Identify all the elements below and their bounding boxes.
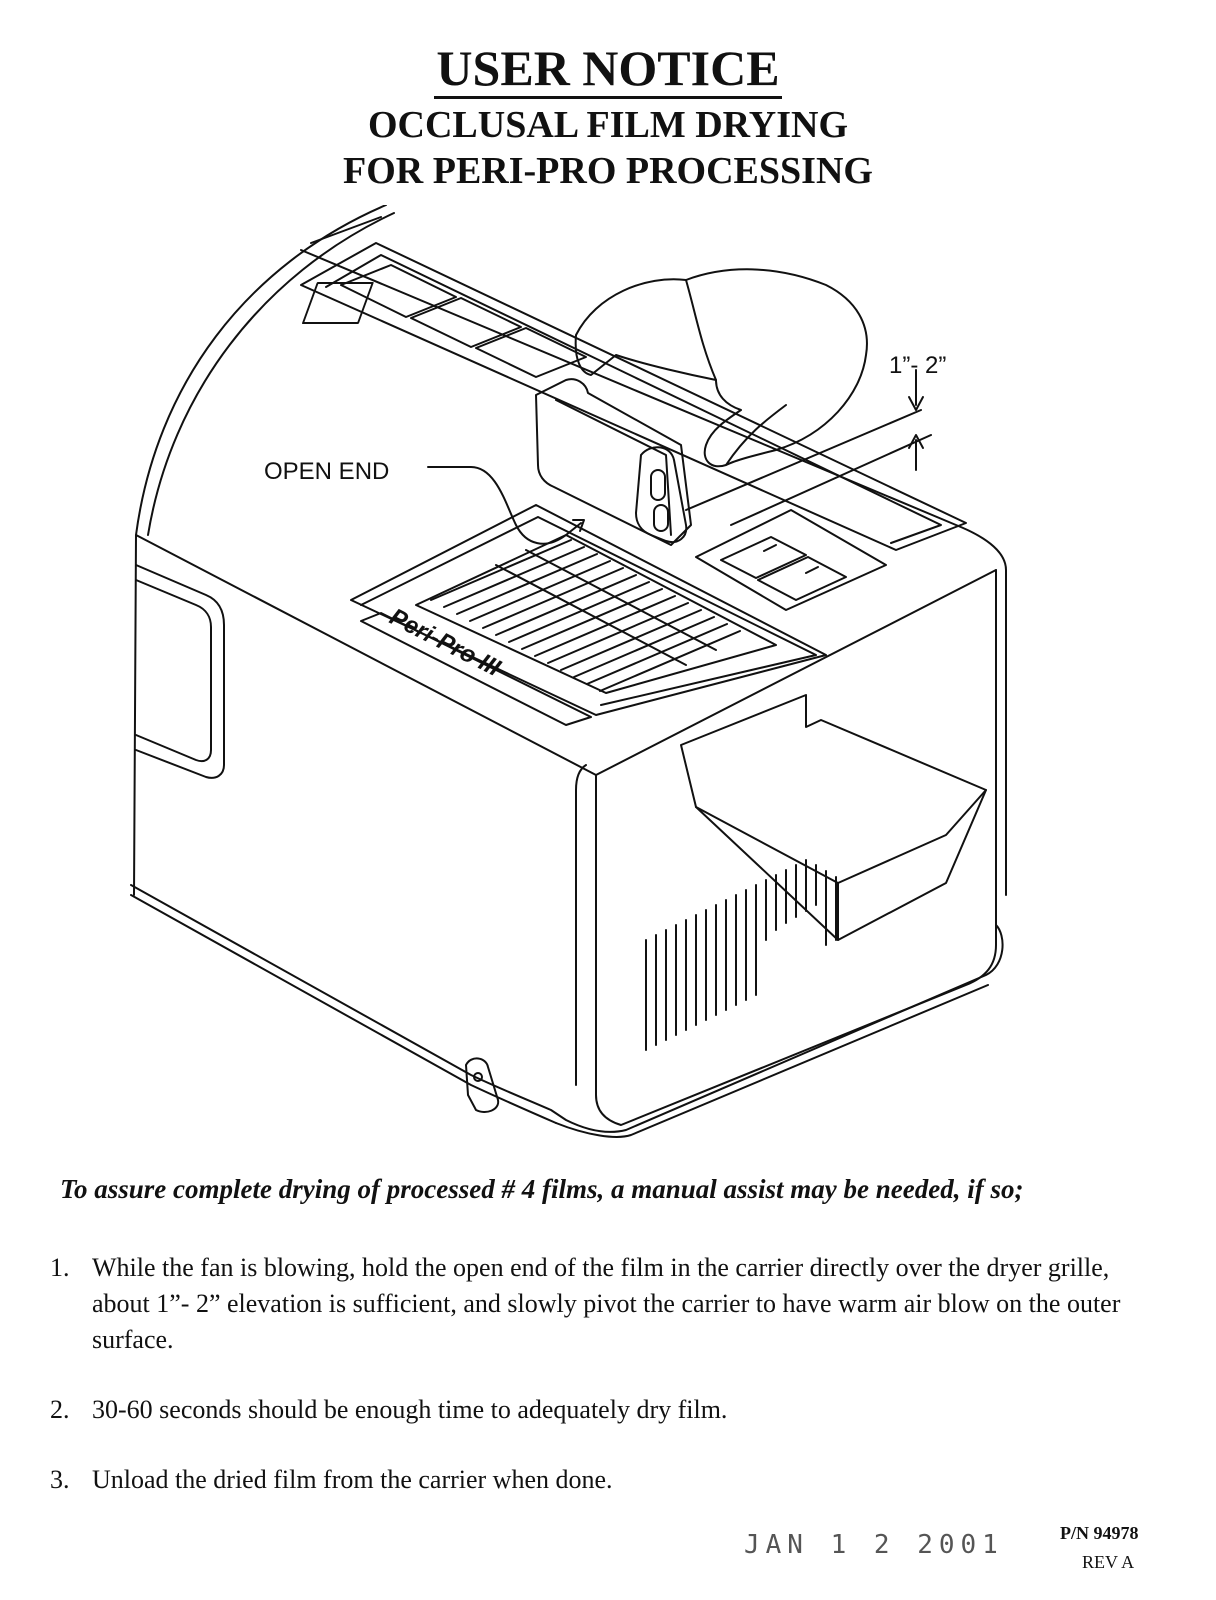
step-text: Unload the dried film from the carrier w… — [92, 1465, 613, 1494]
instruction-step: 3. Unload the dried film from the carrie… — [50, 1462, 1160, 1498]
hand — [574, 268, 868, 468]
notice-subtitle-line-2: FOR PERI-PRO PROCESSING — [343, 150, 873, 192]
step-number: 3. — [50, 1465, 70, 1494]
notice-title: USER NOTICE — [0, 40, 1216, 99]
date-stamp: JAN 1 2 2001 — [744, 1530, 1004, 1560]
step-number: 1. — [50, 1253, 70, 1282]
step-text: While the fan is blowing, hold the open … — [92, 1253, 1121, 1354]
switch-panel — [695, 509, 887, 611]
intro-text: To assure complete drying of processed #… — [60, 1174, 1024, 1204]
vent-louvers — [645, 859, 837, 1051]
instruction-step: 2. 30-60 seconds should be enough time t… — [50, 1392, 1160, 1428]
carrier-end-clip — [635, 446, 688, 543]
part-number: P/N 94978 — [1060, 1523, 1139, 1543]
dryer-grille-slots — [430, 539, 741, 692]
machine-hood-outline — [133, 205, 387, 896]
open-end-label: OPEN END — [264, 458, 389, 485]
instruction-list: 1. While the fan is blowing, hold the op… — [50, 1250, 1160, 1532]
processor-illustration: OPEN END 1”- 2” Peri-Pro III — [130, 205, 1007, 1138]
revision: REV A — [1082, 1552, 1135, 1572]
step-text: 30-60 seconds should be enough time to a… — [92, 1395, 728, 1424]
brand-plate — [360, 612, 592, 726]
instruction-step: 1. While the fan is blowing, hold the op… — [50, 1250, 1160, 1358]
notice-subtitle-line-1: OCCLUSAL FILM DRYING — [367, 104, 849, 146]
open-end-leader — [427, 466, 582, 545]
film-channel — [300, 242, 967, 551]
side-latch — [465, 1057, 500, 1113]
elevation-label: 1”- 2” — [889, 352, 946, 379]
machine-top-deck — [300, 249, 1007, 896]
machine-base — [130, 884, 1004, 1133]
step-number: 2. — [50, 1395, 70, 1424]
film-carrier — [535, 378, 692, 546]
dryer-grille-frame — [350, 504, 827, 716]
side-window — [135, 564, 225, 779]
